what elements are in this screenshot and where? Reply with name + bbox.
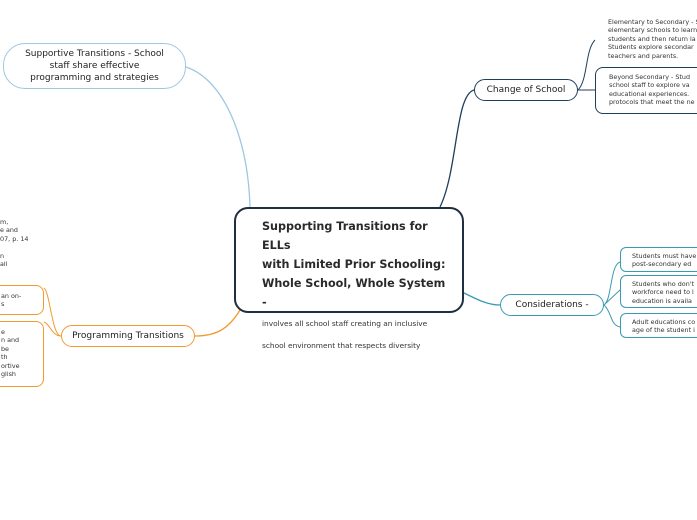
consid-leaf3-line: age of the student i	[632, 326, 695, 335]
connector-supportive	[185, 66, 251, 208]
consid-leaf-adult-education[interactable]: Adult educations co age of the student i	[620, 313, 697, 338]
consid-leaf2-line: Students who don't	[632, 280, 695, 288]
supportive-line-2: staff share effective	[49, 61, 140, 71]
consid-leaf2-line: workforce need to l	[632, 288, 694, 297]
programming-top-line: m,	[0, 218, 9, 226]
connector-consid-leaves	[603, 261, 621, 328]
central-title-line-3: Whole School, Whole System -	[262, 277, 446, 309]
change-leaf1-line: elementary schools to learn	[608, 26, 697, 35]
programming-leaf-1[interactable]: an on- s	[0, 285, 44, 315]
consid-leaf1-line: post-secondary ed	[632, 260, 692, 269]
programming-leaf2-line: be	[1, 344, 9, 353]
central-subtitle-line-2: school environment that respects diversi…	[262, 341, 421, 350]
topic-supportive-transitions[interactable]: Supportive Transitions - School staff sh…	[3, 43, 186, 89]
programming-leaf2-line: glish	[1, 370, 16, 379]
programming-leaf-2[interactable]: e n and be th ortive glish	[0, 321, 44, 387]
connector-change	[439, 89, 475, 208]
programming-leaf-top-clipped[interactable]: m, e and 07, p. 14 n all	[0, 218, 40, 272]
change-label: Change of School	[486, 85, 566, 95]
consid-leaf-workforce[interactable]: Students who don't workforce need to l e…	[620, 275, 697, 308]
connector-programming-leaves	[43, 287, 62, 337]
connector-considerations	[461, 291, 501, 306]
programming-top-line: e and	[0, 226, 18, 235]
considerations-label: Considerations -	[515, 300, 589, 310]
consid-leaf-post-secondary[interactable]: Students must have post-secondary ed	[620, 247, 697, 272]
programming-leaf1-line: an on-	[1, 292, 22, 300]
programming-leaf2-line: th	[1, 353, 8, 362]
consid-leaf3-line: Adult educations co	[632, 318, 696, 326]
programming-leaf2-line: n and	[1, 336, 20, 345]
consid-leaf2-line: education is availa	[632, 296, 692, 305]
change-leaf1-line: Students explore secondar	[608, 43, 694, 52]
change-leaf-elementary[interactable]: Elementary to Secondary - S elementary s…	[608, 18, 697, 64]
connector-programming	[194, 309, 241, 337]
change-leaf-beyond-secondary[interactable]: Beyond Secondary - Stud school staff to …	[595, 67, 697, 114]
change-leaf1-line: teachers and parents.	[608, 51, 679, 60]
programming-top-line	[0, 243, 40, 251]
supportive-line-1: Supportive Transitions - School	[25, 49, 164, 59]
topic-programming-transitions[interactable]: Programming Transitions	[61, 325, 195, 347]
programming-leaf2-line: ortive	[1, 361, 20, 370]
programming-leaf1-line: s	[1, 300, 5, 309]
connector-change-leaf1	[577, 39, 596, 91]
central-title-line-1: Supporting Transitions for ELLs	[262, 220, 428, 252]
programming-top-line: 07, p. 14	[0, 234, 29, 243]
topic-change-of-school[interactable]: Change of School	[474, 79, 578, 101]
change-leaf1-line: Elementary to Secondary - S	[608, 18, 697, 26]
change-leaf2-line: school staff to explore va	[609, 81, 690, 90]
change-leaf2-line: Beyond Secondary - Stud	[609, 73, 691, 81]
programming-leaf2-line: e	[1, 328, 5, 336]
programming-top-line: n	[0, 251, 5, 260]
central-title-line-2: with Limited Prior Schooling:	[262, 258, 446, 271]
central-subtitle-line-1: involves all school staff creating an in…	[262, 319, 428, 328]
consid-leaf1-line: Students must have	[632, 252, 697, 260]
programming-label: Programming Transitions	[72, 331, 184, 341]
change-leaf2-line: protocols that meet the ne	[609, 98, 695, 107]
central-topic[interactable]: Supporting Transitions for ELLs with Lim…	[234, 207, 464, 350]
programming-top-line: all	[0, 260, 8, 269]
supportive-line-3: programming and strategies	[30, 73, 159, 83]
topic-considerations[interactable]: Considerations -	[500, 294, 604, 316]
change-leaf1-line: students and then return la	[608, 34, 696, 43]
change-leaf2-line: educational experiences.	[609, 89, 690, 98]
